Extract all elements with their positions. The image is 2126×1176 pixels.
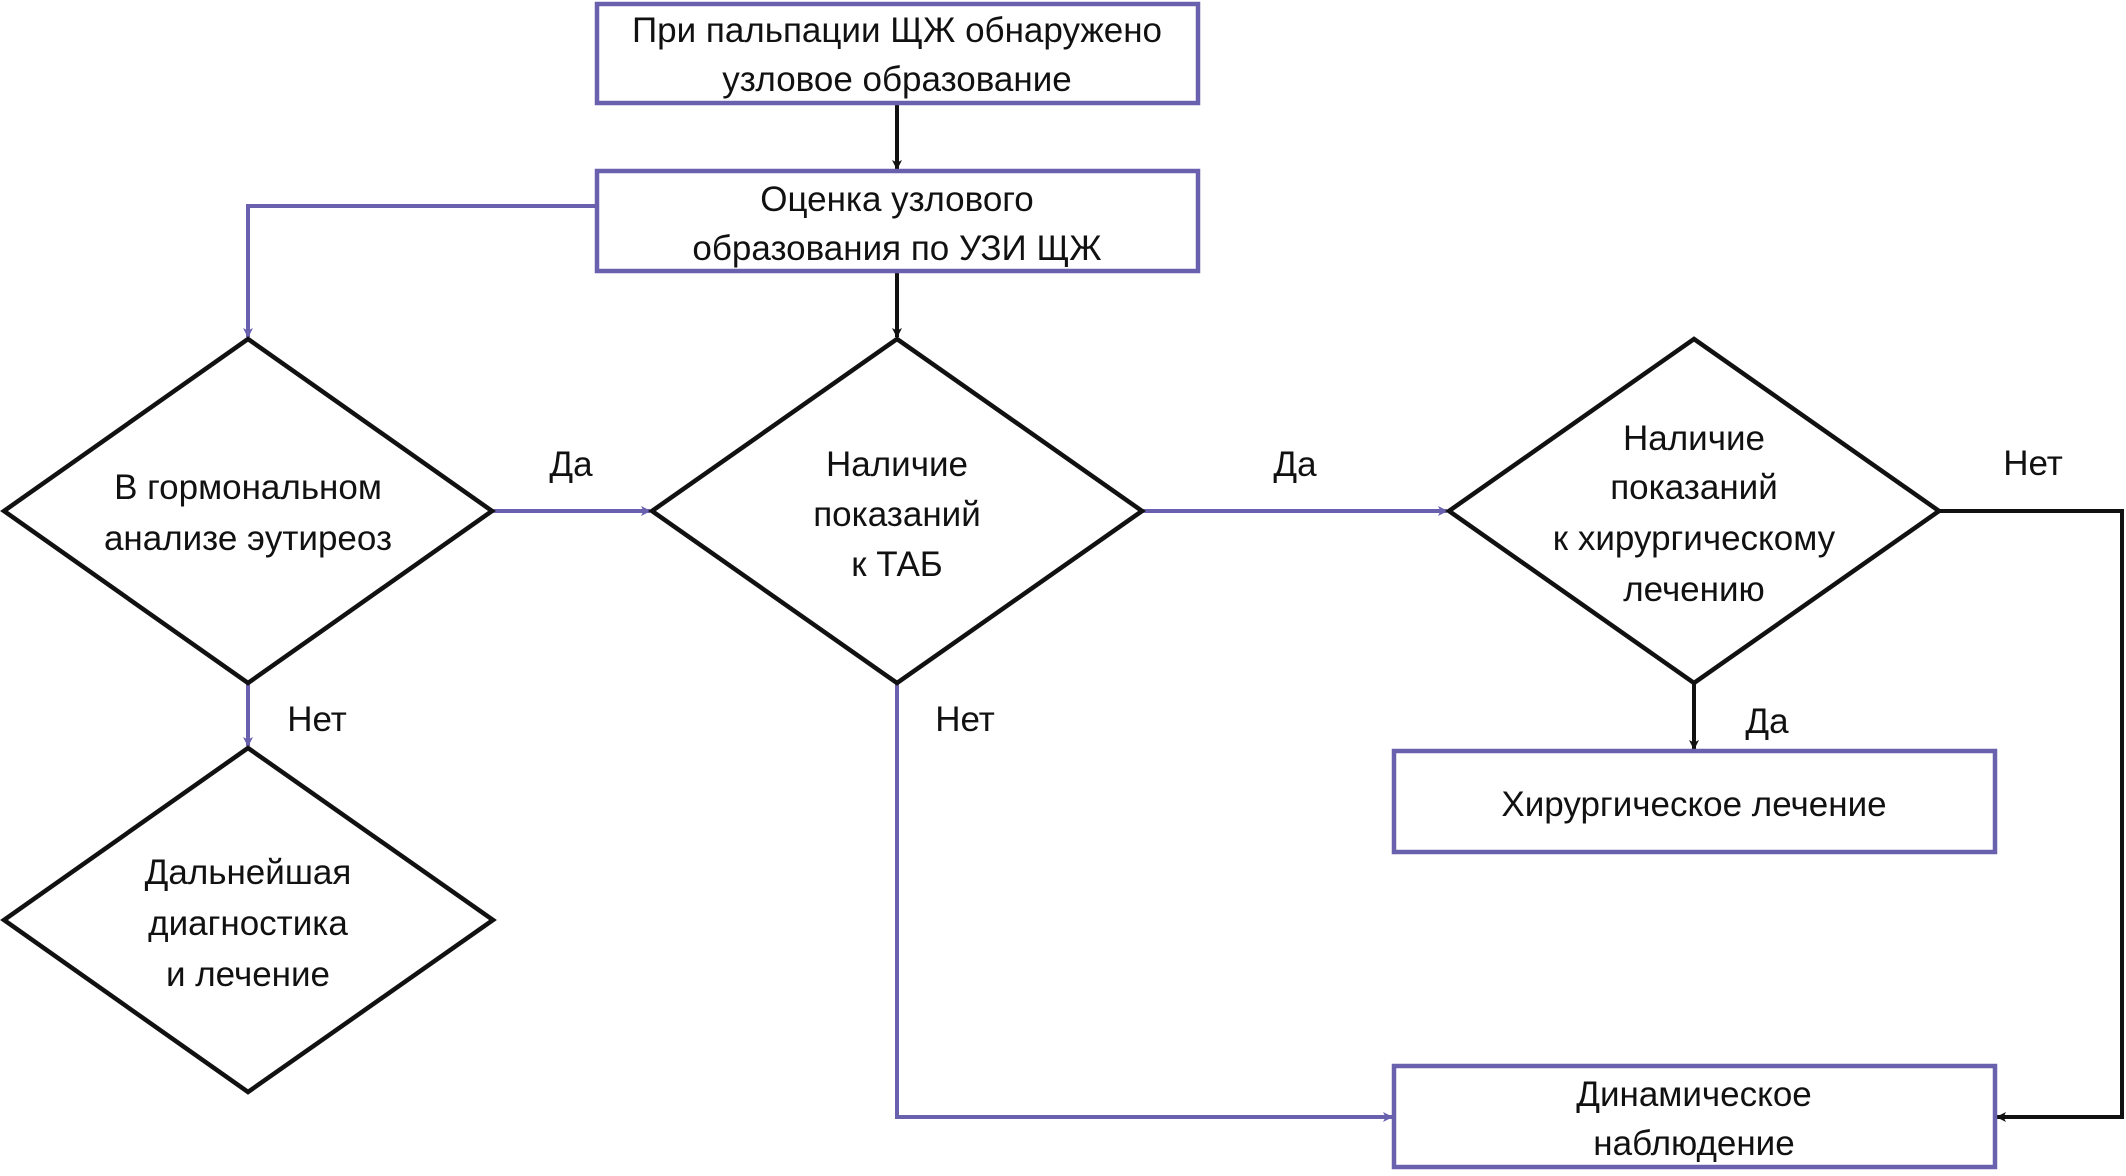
decision-diamond: [0, 336, 496, 686]
node-surgery-indication: Наличие показаний к хирургическому лечен…: [1445, 336, 1943, 686]
process-box: [594, 1, 1201, 106]
node-hormonal: В гормональном анализе эутиреоз: [0, 336, 496, 686]
decision-diamond: [648, 336, 1146, 686]
node-text-line: диагностика: [148, 904, 348, 943]
node-text-line: При пальпации ЩЖ обнаружено: [632, 11, 1162, 50]
node-text-line: Динамическое: [1576, 1075, 1812, 1114]
node-further: Дальнейшая диагностика и лечение: [0, 745, 497, 1095]
node-text-line: анализе эутиреоз: [104, 519, 392, 558]
node-ultrasound: Оценка узлового образования по УЗИ ЩЖ: [594, 168, 1201, 274]
connector-ultrasound-to-hormonal: [243, 204, 597, 338]
edge-label-fna-no: Нет: [935, 700, 995, 739]
node-text-line: к ТАБ: [851, 545, 943, 584]
edge-label-surgery-indication-no: Нет: [2003, 444, 2063, 483]
node-fna: Наличие показаний к ТАБ: [648, 336, 1146, 686]
node-observation: Динамическое наблюдение: [1391, 1063, 1998, 1170]
node-text-line: Оценка узлового: [760, 180, 1034, 219]
process-box: [594, 168, 1201, 274]
edge-label-surgery-indication-yes: Да: [1745, 702, 1789, 741]
process-box: [1391, 748, 1998, 855]
decision-diamond: [0, 745, 497, 1095]
node-text-line: показаний: [813, 495, 981, 534]
connector-surgery-indication-to-observation: [1939, 509, 2124, 1122]
node-text-line: Дальнейшая: [145, 853, 352, 892]
connectors: [243, 103, 2124, 1122]
node-text-line: Хирургическое лечение: [1501, 785, 1886, 824]
node-text-line: показаний: [1610, 468, 1778, 507]
node-text-line: Наличие: [1623, 419, 1765, 458]
node-text-line: образования по УЗИ ЩЖ: [692, 229, 1101, 268]
connector-fna-to-observation: [895, 683, 1393, 1122]
node-palpation: При пальпации ЩЖ обнаружено узловое обра…: [594, 1, 1201, 106]
node-text-line: и лечение: [166, 955, 330, 994]
node-text-line: Наличие: [826, 445, 968, 484]
node-text-line: наблюдение: [1593, 1124, 1794, 1163]
node-text-line: лечению: [1623, 570, 1765, 609]
node-text-line: узловое образование: [722, 60, 1071, 99]
edge-label-fna-yes: Да: [1273, 445, 1317, 484]
node-text-line: В гормональном: [114, 468, 382, 507]
edge-label-hormonal-no: Нет: [287, 700, 347, 739]
node-text-line: к хирургическому: [1553, 519, 1836, 558]
edge-labels: Да Нет Да Нет Да Нет: [287, 444, 2063, 741]
process-box: [1391, 1063, 1998, 1170]
node-surgery: Хирургическое лечение: [1391, 748, 1998, 855]
decision-diamond: [1445, 336, 1943, 686]
edge-label-hormonal-yes: Да: [549, 445, 593, 484]
